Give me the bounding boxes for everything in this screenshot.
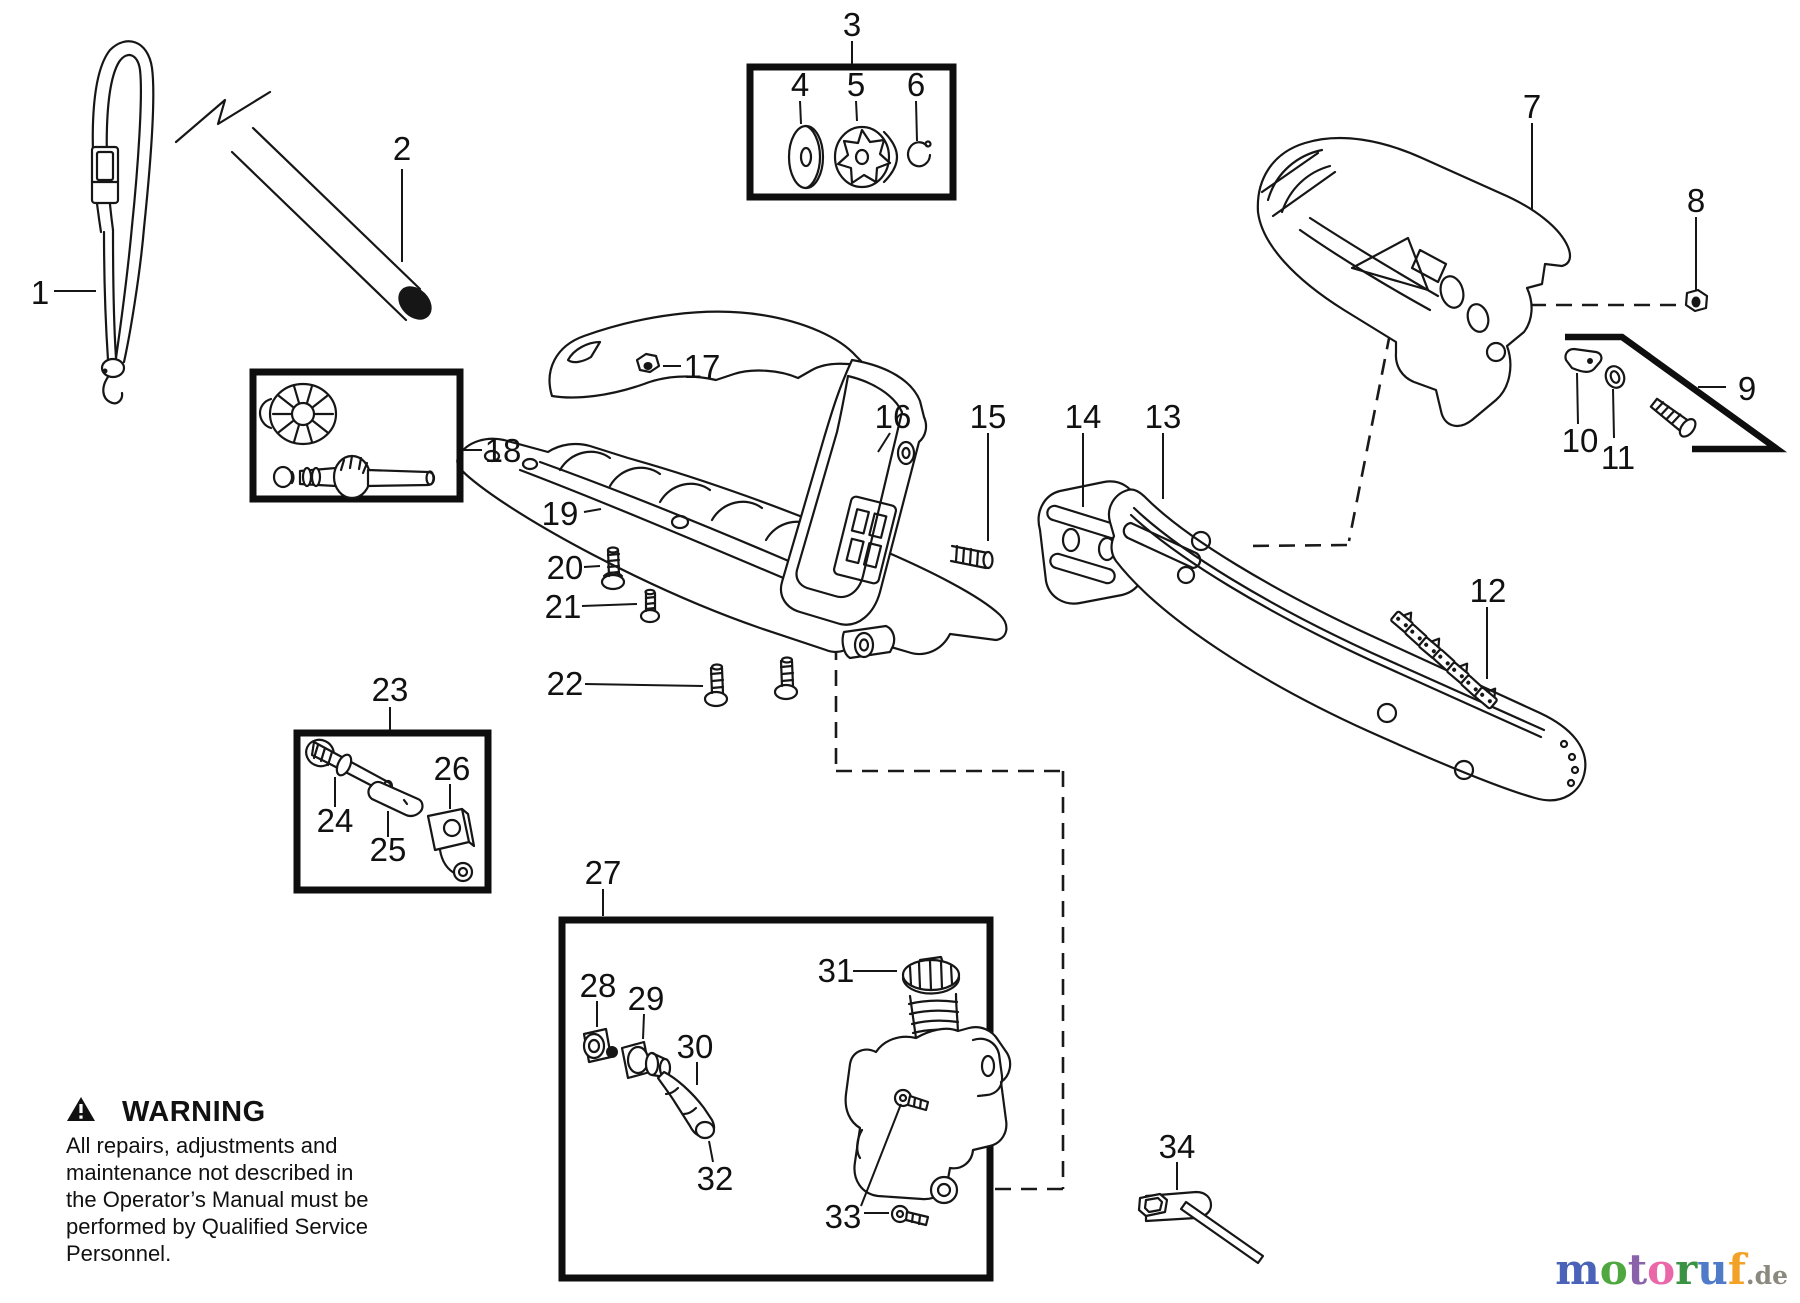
part-9-pointer-line — [1565, 333, 1788, 453]
callout-12: 12 — [1470, 572, 1507, 609]
callout-5: 5 — [847, 66, 865, 103]
callout-24: 24 — [317, 802, 354, 839]
part-4-washer — [787, 124, 825, 190]
part-20-screw — [600, 546, 626, 591]
part-15-stud-bolt — [949, 544, 994, 570]
part-31-oil-cap — [901, 955, 961, 995]
part-26-oiler-elbow — [426, 807, 476, 883]
part-33-screws — [890, 1088, 930, 1227]
warning-title: WARNING — [122, 1096, 266, 1128]
callout-26: 26 — [434, 750, 471, 787]
part-10-tensioner-bracket — [1564, 347, 1603, 373]
callout-15: 15 — [970, 398, 1007, 435]
group-box-3-sprocket-kit — [746, 63, 957, 201]
callout-9: 9 — [1738, 370, 1756, 407]
callout-30: 30 — [677, 1028, 714, 1065]
logo-letter: o — [1647, 1245, 1676, 1294]
part-12-saw-chain — [1390, 610, 1498, 710]
dashed-alignment-lines — [834, 303, 1682, 1191]
part-30-oil-hose — [656, 1070, 716, 1140]
callout-21: 21 — [545, 588, 582, 625]
part-34-wrench-tool — [1137, 1190, 1265, 1265]
callout-4: 4 — [791, 66, 809, 103]
callout-20: 20 — [547, 549, 584, 586]
part-24-worm-gear — [305, 738, 394, 793]
callout-17: 17 — [684, 348, 721, 385]
callout-22: 22 — [547, 665, 584, 702]
part-32-hose-end — [694, 1120, 716, 1140]
callout-6: 6 — [907, 66, 925, 103]
group-box-18-gear-set — [249, 368, 464, 503]
callout-3: 3 — [843, 6, 861, 43]
part-16-upper-housing — [548, 310, 994, 660]
logo-suffix: .de — [1745, 1261, 1788, 1290]
warning-line: the Operator’s Manual must be — [66, 1187, 369, 1212]
motoruf-logo: motoruf.de — [1555, 1249, 1788, 1297]
warning-line: Personnel. — [66, 1241, 172, 1266]
callout-33: 33 — [825, 1198, 862, 1235]
warning-triangle-icon — [67, 1097, 95, 1121]
part-19-lower-gear-housing — [456, 437, 1008, 656]
switch-panel-detail — [832, 495, 898, 585]
callout-16: 16 — [875, 398, 912, 435]
part-17-nut — [635, 352, 661, 374]
warning-line: All repairs, adjustments and — [66, 1133, 338, 1158]
logo-letter: r — [1675, 1245, 1698, 1294]
part-7-clutch-cover-housing — [1256, 136, 1572, 428]
callout-7: 7 — [1523, 88, 1541, 125]
part-22-screws — [703, 656, 799, 708]
part-25-pin — [367, 780, 424, 818]
callout-29: 29 — [628, 980, 665, 1017]
callout-13: 13 — [1145, 398, 1182, 435]
part-9-screw — [1649, 397, 1697, 438]
callout-32: 32 — [697, 1160, 734, 1197]
part-13-guide-bar — [1107, 488, 1587, 802]
callout-10: 10 — [1562, 422, 1599, 459]
part-5-sprocket-drum — [833, 125, 899, 189]
gear-shaft-drawing — [272, 454, 436, 500]
callout-numbers: 1 2 3 4 5 6 7 8 9 10 11 12 13 14 15 16 1… — [31, 6, 1756, 1235]
leader-lines — [54, 41, 1726, 1214]
bevel-gear-drawing — [258, 382, 338, 446]
part-2-drive-shaft-tube — [174, 90, 432, 322]
callout-34: 34 — [1159, 1128, 1196, 1165]
callout-31: 31 — [818, 952, 855, 989]
callout-25: 25 — [370, 831, 407, 868]
oil-tank-body — [844, 992, 1012, 1205]
callout-23: 23 — [372, 671, 409, 708]
logo-letter: o — [1599, 1245, 1628, 1294]
part-1-shoulder-strap — [90, 40, 155, 405]
callout-19: 19 — [542, 495, 579, 532]
group-box-23-oiler-kit — [293, 729, 492, 894]
callout-18: 18 — [485, 432, 522, 469]
warning-line: performed by Qualified Service — [66, 1214, 369, 1239]
logo-letter: t — [1627, 1245, 1648, 1294]
warning-text: All repairs, adjustments and maintenance… — [66, 1132, 396, 1267]
part-21-screw — [639, 588, 661, 624]
logo-letter: u — [1697, 1245, 1728, 1294]
part-28-grommet — [582, 1027, 618, 1064]
group-box-27-oil-tank-assembly — [558, 916, 1012, 1282]
part-11-washer — [1604, 365, 1626, 389]
callout-14: 14 — [1065, 398, 1102, 435]
callout-2: 2 — [393, 130, 411, 167]
part-8-nut — [1684, 288, 1709, 313]
warning-header: WARNING — [67, 1096, 396, 1129]
part-6-retaining-clip — [906, 140, 932, 168]
callout-11: 11 — [1601, 439, 1635, 476]
callout-28: 28 — [580, 967, 617, 1004]
warning-line: maintenance not described in — [66, 1160, 354, 1185]
warning-block: WARNING All repairs, adjustments and mai… — [66, 1096, 396, 1267]
callout-27: 27 — [585, 854, 622, 891]
callout-1: 1 — [31, 274, 49, 311]
logo-letter: f — [1727, 1245, 1746, 1294]
logo-letter: m — [1555, 1245, 1600, 1294]
callout-8: 8 — [1687, 182, 1705, 219]
